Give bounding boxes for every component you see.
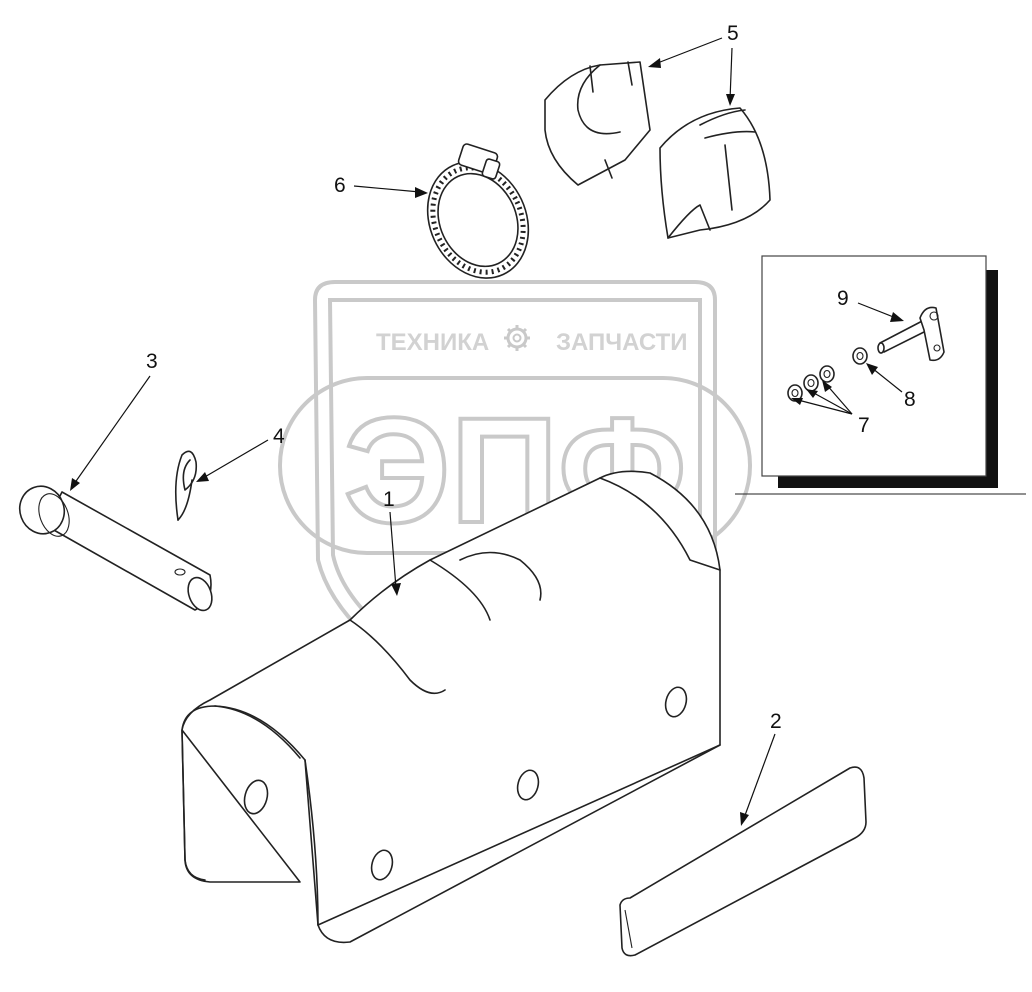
watermark-text-left: ТЕХНИКА — [376, 329, 489, 356]
callout-2: 2 — [770, 710, 782, 733]
part-7-washers — [787, 365, 835, 402]
callout-5: 5 — [727, 22, 739, 45]
gear-icon — [504, 325, 530, 351]
bracket-body — [181, 470, 721, 944]
part-4-r-clip — [174, 450, 198, 521]
callout-1: 1 — [383, 488, 395, 511]
callout-8: 8 — [904, 388, 916, 411]
part-1-bracket — [181, 470, 721, 944]
part-6-hose-clamp — [426, 143, 530, 279]
sleeve-half-right — [659, 107, 771, 239]
part-9-tab-pin — [877, 306, 945, 362]
callout-6: 6 — [334, 174, 346, 197]
watermark-text-right: ЗАПЧАСТИ — [556, 329, 688, 356]
part-8-washer — [852, 347, 868, 365]
callout-7: 7 — [858, 414, 870, 437]
callout-4: 4 — [273, 425, 285, 448]
callouts: 5 6 3 4 1 2 9 8 7 — [70, 22, 916, 826]
callout-3: 3 — [146, 350, 158, 373]
sleeve-half-left — [544, 61, 651, 186]
part-3-pin — [18, 485, 213, 612]
part-2-pad — [619, 766, 867, 957]
callout-9: 9 — [837, 287, 849, 310]
part-5-sleeve-halves — [544, 61, 771, 239]
